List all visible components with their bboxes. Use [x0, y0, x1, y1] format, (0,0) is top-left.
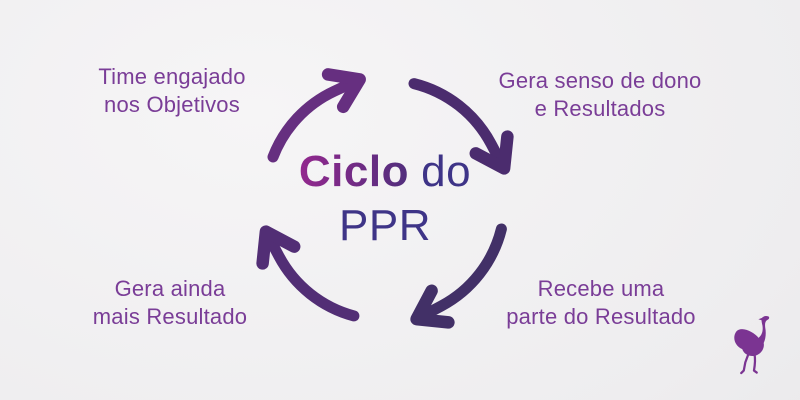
title-word-do: do — [421, 147, 472, 196]
cycle-arrow-shaft-arrow_bottom_right — [411, 223, 507, 325]
cycle-arrow-head-arrow_top_right — [469, 130, 514, 175]
cycle-arrow-head-arrow_bottom_left — [256, 225, 301, 270]
cycle-arrow-shaft-arrow_top_right — [408, 78, 510, 174]
title-word-ciclo: Ciclo — [298, 147, 409, 196]
cycle-step-bottom-right: Recebe uma parte do Resultado — [506, 275, 696, 330]
title-line-2: PPR — [339, 201, 431, 250]
step-label-line: nos Objetivos — [104, 91, 240, 117]
cycle-arrow-head-arrow_top_left — [321, 68, 366, 114]
cycle-arrow-head-arrow_bottom_right — [410, 284, 455, 329]
ostrich-icon — [734, 315, 770, 375]
step-label-line: parte do Resultado — [506, 303, 696, 329]
cycle-arrow-shaft-arrow_bottom_left — [260, 226, 360, 322]
cycle-arrow-shaft-arrow_top_left — [267, 73, 366, 163]
cycle-step-bottom-left: Gera ainda mais Resultado — [93, 275, 247, 330]
step-label-line: Recebe uma — [537, 276, 665, 301]
step-label-line: Time engajado — [98, 64, 246, 89]
step-label-line: Gera ainda — [114, 276, 226, 301]
ostrich-beak — [758, 317, 763, 321]
ostrich-body — [734, 315, 770, 356]
title-line-1: Ciclo do — [299, 145, 471, 198]
ostrich-legs — [740, 353, 758, 375]
page-title: Ciclo do PPR — [299, 145, 471, 254]
cycle-step-top-left: Time engajado nos Objetivos — [98, 63, 245, 118]
step-label-line: mais Resultado — [92, 303, 248, 329]
step-label-line: e Resultados — [534, 95, 666, 121]
cycle-step-top-right: Gera senso de dono e Resultados — [499, 67, 702, 122]
step-label-line: Gera senso de dono — [498, 68, 702, 93]
